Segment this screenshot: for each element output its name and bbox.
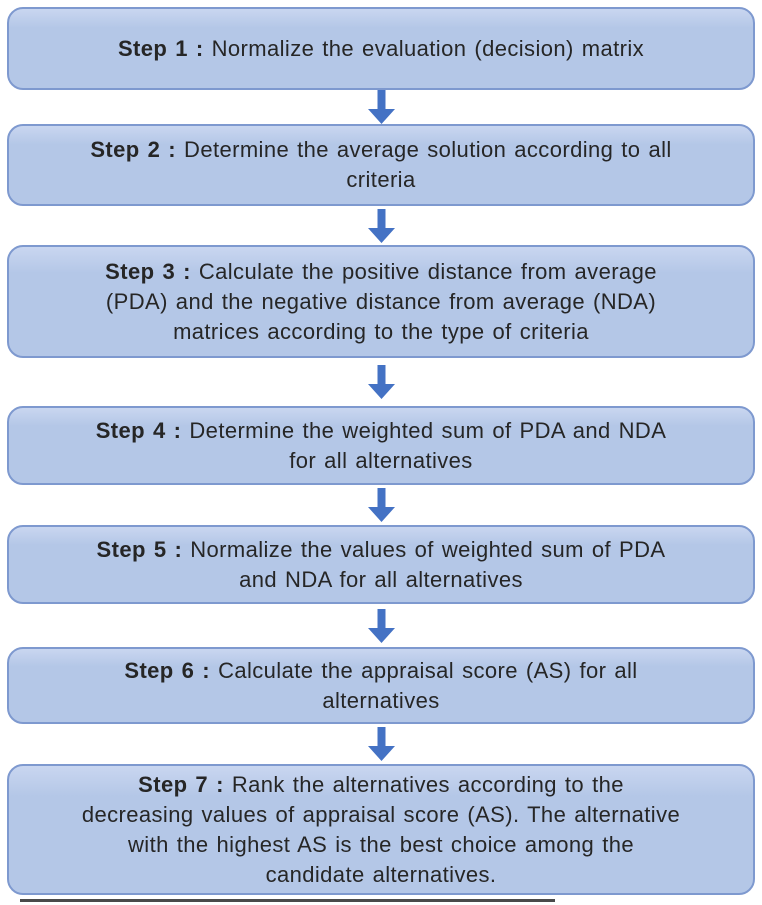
step-6-line-2: alternatives bbox=[322, 687, 440, 713]
step-3-box: Step 3 : Calculate the positive distance… bbox=[7, 245, 755, 358]
step-4-box: Step 4 : Determine the weighted sum of P… bbox=[7, 406, 755, 485]
step-1-text: Step 1 : Normalize the evaluation (decis… bbox=[21, 34, 741, 64]
connector-6 bbox=[367, 724, 395, 764]
connector-5 bbox=[367, 604, 395, 647]
step-2-label: Step 2 : bbox=[90, 137, 177, 162]
connector-1 bbox=[367, 90, 395, 124]
step-1-box: Step 1 : Normalize the evaluation (decis… bbox=[7, 7, 755, 90]
arrow-down-icon bbox=[367, 727, 395, 761]
step-7-box: Step 7 : Rank the alternatives according… bbox=[7, 764, 755, 895]
step-7-line-1: Step 7 : Rank the alternatives according… bbox=[138, 771, 624, 797]
step-4-label: Step 4 : bbox=[95, 417, 182, 443]
step-1-line-1: Step 1 : Normalize the evaluation (decis… bbox=[117, 35, 645, 61]
step-4-line-1: Step 4 : Determine the weighted sum of P… bbox=[95, 417, 667, 443]
step-2-line-1: Step 2 : Determine the average solution … bbox=[90, 137, 672, 162]
cropped-bottom-line bbox=[20, 899, 555, 902]
step-7-line-4: candidate alternatives. bbox=[265, 861, 497, 887]
connector-2 bbox=[367, 206, 395, 245]
arrow-down-icon bbox=[367, 90, 395, 124]
step-3-label: Step 3 : bbox=[105, 258, 191, 284]
step-1-label: Step 1 : bbox=[117, 35, 204, 61]
step-4-line-2: for all alternatives bbox=[289, 447, 473, 473]
step-3-line-2: (PDA) and the negative distance from ave… bbox=[105, 288, 657, 314]
step-5-line-1: Step 5 : Normalize the values of weighte… bbox=[96, 536, 666, 562]
arrow-down-icon bbox=[367, 488, 395, 522]
step-6-line-1: Step 6 : Calculate the appraisal score (… bbox=[124, 657, 638, 683]
step-2-text: Step 2 : Determine the average solution … bbox=[21, 135, 741, 195]
step-3-line-3: matrices according to the type of criter… bbox=[173, 318, 589, 344]
step-2-line-2: criteria bbox=[346, 167, 416, 192]
step-6-text: Step 6 : Calculate the appraisal score (… bbox=[21, 656, 741, 716]
step-5-label: Step 5 : bbox=[96, 536, 183, 562]
step-7-line-2: decreasing values of appraisal score (AS… bbox=[81, 801, 681, 827]
step-3-line-1: Step 3 : Calculate the positive distance… bbox=[105, 258, 657, 284]
step-3-text: Step 3 : Calculate the positive distance… bbox=[21, 257, 741, 347]
step-5-box: Step 5 : Normalize the values of weighte… bbox=[7, 525, 755, 604]
step-7-label: Step 7 : bbox=[138, 771, 224, 797]
step-7-line-3: with the highest AS is the best choice a… bbox=[128, 831, 634, 857]
step-5-line-2: and NDA for all alternatives bbox=[239, 566, 523, 592]
step-7-text: Step 7 : Rank the alternatives according… bbox=[21, 770, 741, 890]
step-6-label: Step 6 : bbox=[124, 657, 211, 683]
arrow-down-icon bbox=[367, 208, 395, 243]
step-5-text: Step 5 : Normalize the values of weighte… bbox=[21, 535, 741, 595]
connector-4 bbox=[367, 485, 395, 525]
step-6-box: Step 6 : Calculate the appraisal score (… bbox=[7, 647, 755, 724]
arrow-down-icon bbox=[367, 365, 395, 399]
step-4-text: Step 4 : Determine the weighted sum of P… bbox=[21, 416, 741, 476]
connector-3 bbox=[367, 358, 395, 406]
step-2-box: Step 2 : Determine the average solution … bbox=[7, 124, 755, 206]
arrow-down-icon bbox=[367, 608, 395, 643]
